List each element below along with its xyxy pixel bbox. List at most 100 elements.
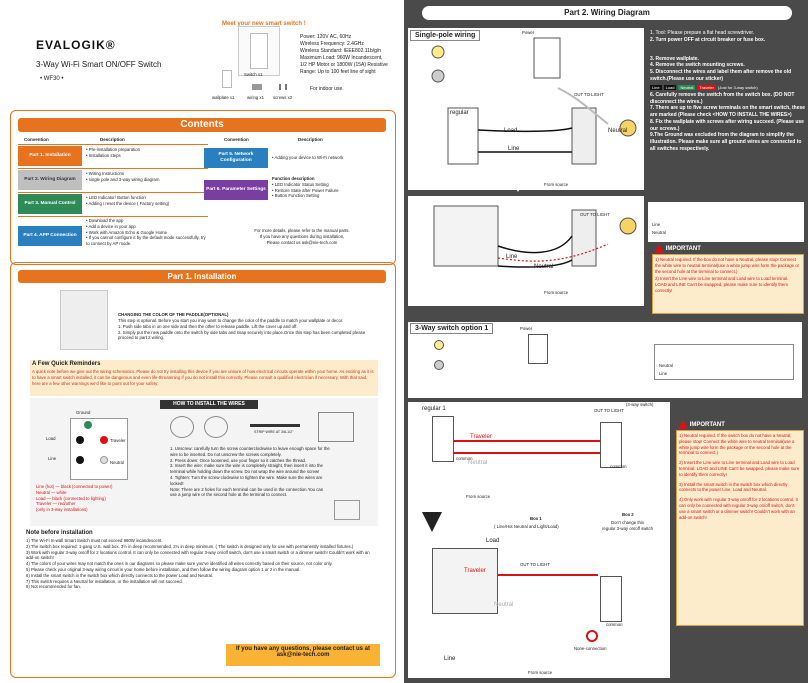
none-connection-icon [586, 630, 598, 642]
box2-sub-line: Don't change this [610, 520, 645, 525]
load-screw-icon [76, 436, 84, 444]
howto-steps: 1. Unscrew: carefully turn the screw cou… [170, 446, 330, 498]
traveler-wire-2 [454, 452, 600, 454]
single-pole-result-diagram [408, 196, 644, 306]
desc-item: • Pre-installation preparation [86, 147, 141, 152]
line-wire [497, 259, 573, 268]
ask-email-link[interactable]: ask@nie-tech.com [276, 652, 330, 658]
important-item: 2) Insert the Line wire to Line terminal… [655, 276, 789, 293]
bulb-icon [619, 119, 637, 137]
chip-part3[interactable]: Part 3. Manual Control [18, 194, 82, 214]
sticker-line: Line [650, 84, 662, 90]
term-ground: Ground [76, 410, 91, 415]
chip-part4[interactable]: Part 4. APP Connection [18, 226, 82, 246]
option1-light-off-icon [434, 360, 444, 370]
col-description: Description [100, 137, 125, 142]
option1-light-on-icon [434, 340, 444, 350]
light-on-icon [431, 45, 445, 59]
jump-wire-icon [334, 500, 360, 520]
load-label: Load [504, 128, 518, 134]
strip-wire-icon [250, 424, 300, 427]
regular1-label: regular 1 [422, 406, 446, 412]
part2-title: Part 2. Wiring Diagram [422, 6, 792, 20]
step-item: 1. Tool: Please prepare a flat head scre… [650, 30, 755, 36]
mini-line-label: Line [652, 222, 661, 227]
chip-part5[interactable]: Part 5. Network Configuration [204, 148, 268, 168]
desc-item: • Download the app [86, 218, 124, 223]
important-box-1: 1) Neutral required. If the box do not h… [652, 254, 804, 314]
common-label-2: common [610, 464, 627, 469]
traveler-screw-icon [100, 436, 108, 444]
part1-desc: • Pre-installation preparation • Install… [86, 147, 140, 159]
load-label-3: Load [486, 538, 500, 544]
wallplate-image [222, 70, 232, 88]
step-item: 9.The Ground was excluded from the diagr… [650, 132, 802, 152]
note-item: 5) Please check your original 3-way wiri… [26, 566, 301, 572]
box1-sub: ( Line/Hot Neutral and Light/Load) [494, 524, 559, 529]
chip-part1[interactable]: Part 1. Installation [18, 146, 82, 166]
col-convention: Convention [24, 137, 49, 142]
box2-label: Box 2 [622, 512, 634, 517]
note-item: 3) Work with regular 3-way on/off for 2 … [26, 549, 370, 561]
regular1-switch [432, 416, 454, 462]
kit-switch-label: Switch x1 [244, 72, 263, 77]
switch-image [238, 26, 280, 76]
sticker-row: Line Load Neutral Traveler (Just for 3-w… [650, 84, 806, 90]
product-title: 3-Way Wi-Fi Smart ON/OFF Switch [36, 60, 162, 69]
option1-panel [408, 322, 802, 398]
box2-sub: Don't change this regular 3-way on/off s… [602, 520, 653, 532]
desc-item: • If you cannot configure it by the defa… [86, 235, 206, 247]
unscrew-icon [170, 416, 194, 438]
term-traveler: Traveler [110, 438, 126, 443]
smart-module-3way [432, 548, 498, 614]
down-arrow-icon [508, 172, 528, 192]
down-arrow-icon-2 [422, 512, 442, 532]
more-line: For more details, please refer to the ma… [254, 228, 350, 233]
single-pole-panel [408, 28, 644, 190]
paddle-line: 2. Simply put the new paddle onto the sw… [118, 329, 366, 341]
important-heading: IMPORTANT [654, 244, 701, 254]
paddle-title: CHANGING THE COLOR OF THE PADDLE(OPTIONA… [118, 312, 229, 317]
desc-item: Function description [272, 176, 315, 181]
spec-line: Maximum Load: 960W Incandescent, [300, 55, 383, 61]
reminder-title-text: A Few Quick Reminders [32, 361, 101, 367]
chip-part6[interactable]: Part 6. Parameter Settings [204, 180, 268, 200]
desc-item: • LED Indicator/ Button function [86, 195, 146, 200]
option1-neutral-label: Neutral [659, 363, 673, 368]
step-item: 7. There are up to five screw terminals … [650, 105, 806, 119]
indoor-note: For indoor use. [310, 86, 344, 92]
from-source-label-4: From source [528, 670, 553, 675]
breaker-icon [650, 44, 806, 56]
warning-icon-2 [678, 420, 688, 429]
common-label: common [456, 456, 473, 461]
kit-screws-label: screws x2 [273, 95, 293, 100]
contents-title: Contents [18, 118, 386, 132]
paddle-text: This step is optional. Before you start … [118, 318, 380, 341]
from-source-label-2: From source [544, 290, 569, 295]
option1-schematic: Neutral Line [654, 344, 794, 380]
chip-part2[interactable]: Part 2. Wiring Diagram [18, 170, 82, 190]
mini-schematic: Line Neutral [648, 202, 804, 242]
howto-step: 4. Tighten: Turn the screw clockwise to … [170, 474, 323, 486]
load-wire [477, 127, 573, 133]
single-pole-tab: Single-pole wiring [410, 30, 481, 41]
three-way-switch-2 [600, 576, 622, 622]
from-source-label: From source [544, 182, 569, 187]
legend-neutral: Neutral — white [36, 489, 67, 495]
none-connection-label: None-connection [574, 646, 607, 651]
wiring-steps: 1. Tool: Please prepare a flat head scre… [650, 30, 806, 153]
part1-title: Part 1. Installation [18, 270, 386, 283]
out-to-light-label: OUT TO LIGHT [574, 92, 604, 97]
divider [18, 192, 208, 193]
line-label-3: Line [444, 656, 456, 662]
power-switch-icon [533, 37, 561, 79]
howto-step: 1. Unscrew: carefully turn the screw cou… [170, 446, 330, 457]
important-item: 1) Neutral required. If the switch box d… [679, 433, 795, 456]
option1-line-label: Line [659, 371, 668, 376]
line-label-2: Line [506, 254, 518, 260]
switch-back-diagram [70, 418, 128, 480]
step-item: 8. Fix the wallplate with screws after w… [650, 118, 804, 132]
neutral-label-3: Neutral [468, 460, 488, 466]
desc-item: • Adding / reset the device ( Factory se… [86, 200, 170, 206]
regular-label: regular [450, 110, 469, 116]
